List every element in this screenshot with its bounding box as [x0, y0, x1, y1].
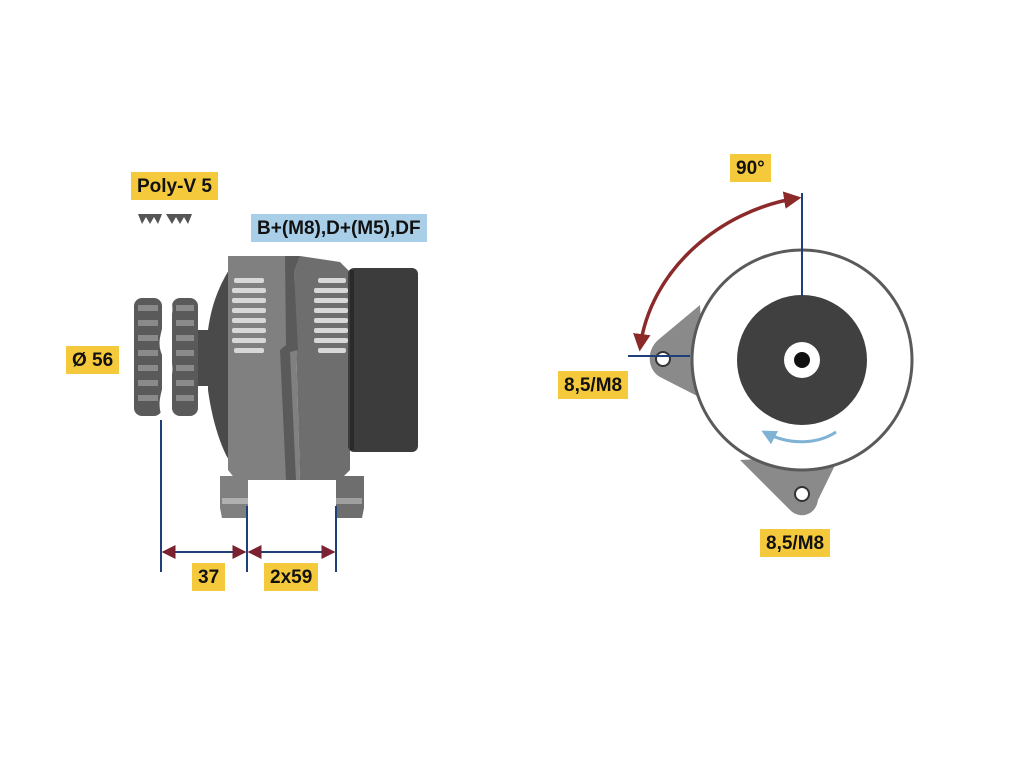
mount-hole-left	[655, 351, 671, 367]
side-view	[134, 214, 418, 572]
shaft-center	[794, 352, 810, 368]
dim-pulley-offset-label: 37	[192, 563, 226, 591]
angle-arc-90	[633, 191, 802, 352]
front-view	[628, 191, 914, 516]
pulley-diameter-label: Ø 56	[66, 346, 120, 374]
clockwise-rotation-arrow-icon	[761, 430, 837, 445]
alternator-body	[208, 256, 418, 518]
terminals-label: B+(M8),D+(M5),DF	[251, 214, 427, 242]
mount-hole-bottom	[794, 486, 810, 502]
poly-v-label: Poly-V 5	[131, 172, 218, 200]
dim-mount-spacing-label: 2x59	[264, 563, 319, 591]
mount-left-label: 8,5/M8	[558, 371, 629, 399]
poly-v-groove-icon	[138, 214, 192, 224]
pulley	[134, 294, 210, 420]
angle-label: 90°	[730, 154, 771, 182]
dimension-lines	[160, 420, 337, 572]
mount-bottom-label: 8,5/M8	[760, 529, 831, 557]
